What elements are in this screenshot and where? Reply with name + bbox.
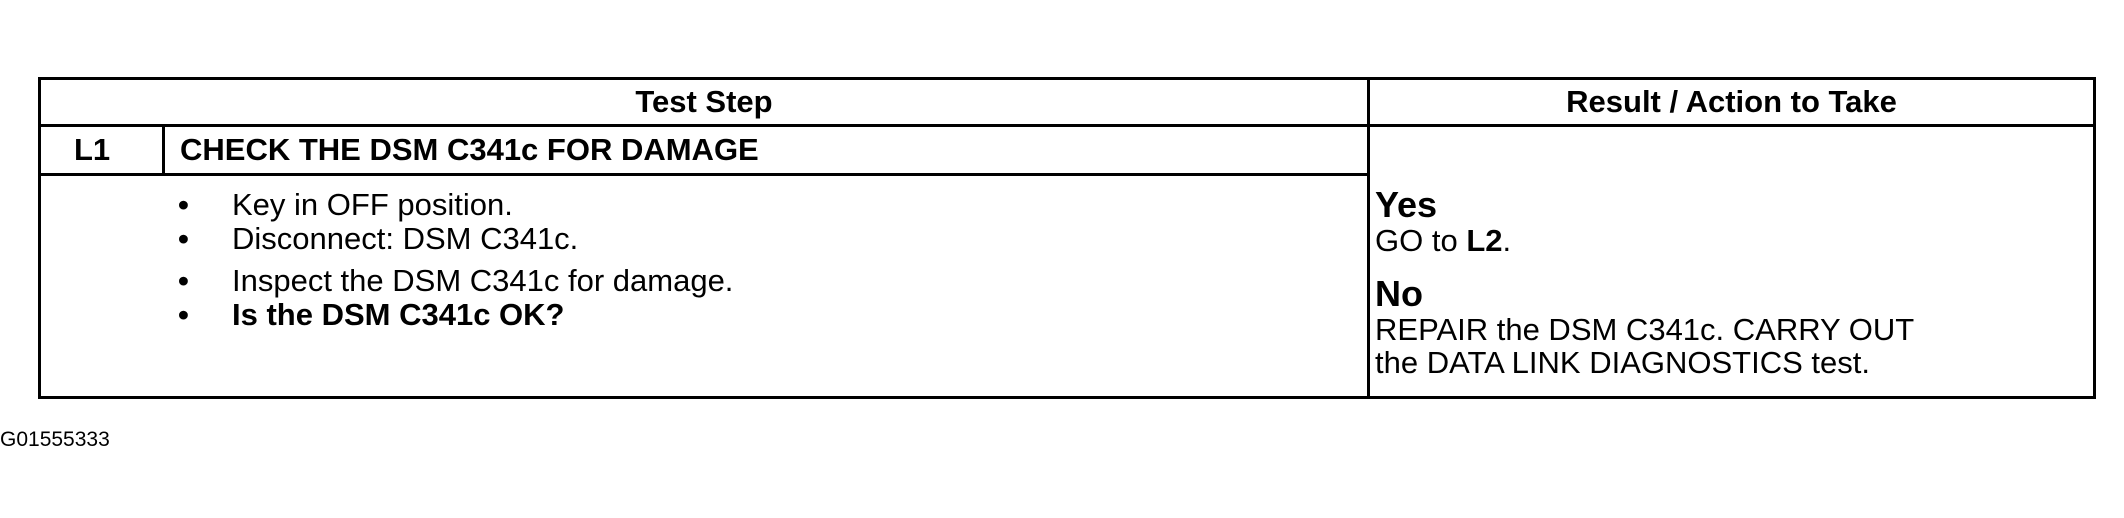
step-instructions: Key in OFF position. Disconnect: DSM C34… bbox=[172, 188, 733, 333]
result-no: No REPAIR the DSM C341c. CARRY OUT the D… bbox=[1375, 273, 1915, 380]
figure-id: G01555333 bbox=[0, 428, 110, 451]
yes-action: GO to L2. bbox=[1375, 223, 1512, 258]
column-divider bbox=[1367, 77, 1370, 399]
step-id-divider bbox=[162, 124, 165, 175]
no-action-line2: the DATA LINK DIAGNOSTICS test. bbox=[1375, 345, 1870, 380]
step-id: L1 bbox=[74, 132, 111, 167]
step-title-rule bbox=[38, 173, 1368, 176]
instruction-question: Is the DSM C341c OK? bbox=[172, 298, 733, 333]
step-title: CHECK THE DSM C341c FOR DAMAGE bbox=[180, 132, 759, 167]
result-yes: Yes GO to L2. bbox=[1375, 184, 1512, 258]
header-result-action: Result / Action to Take bbox=[1566, 84, 1897, 119]
header-test-step: Test Step bbox=[635, 84, 773, 119]
diagnostic-table bbox=[38, 77, 2096, 399]
instruction-item: Inspect the DSM C341c for damage. bbox=[172, 264, 733, 299]
no-action-line1: REPAIR the DSM C341c. CARRY OUT bbox=[1375, 312, 1915, 347]
instruction-item: Key in OFF position. bbox=[172, 188, 733, 223]
yes-label: Yes bbox=[1375, 184, 1438, 225]
no-label: No bbox=[1375, 273, 1423, 314]
yes-action-target: L2 bbox=[1466, 223, 1503, 258]
instruction-item: Disconnect: DSM C341c. bbox=[172, 222, 733, 257]
header-rule bbox=[38, 124, 2096, 127]
